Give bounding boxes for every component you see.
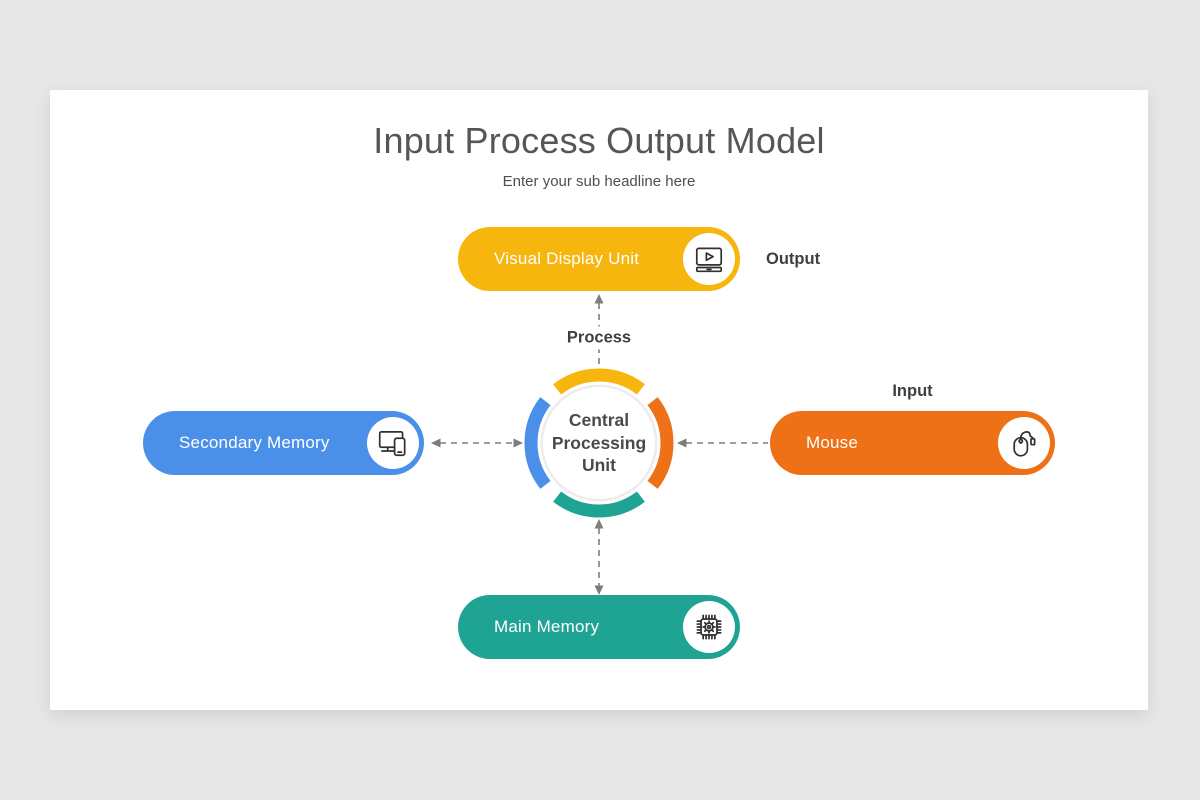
arrowhead-left-icon — [431, 438, 441, 448]
arrowhead-left-icon — [677, 438, 687, 448]
slide-card: Input Process Output Model Enter your su… — [50, 90, 1148, 710]
node-icon-badge — [683, 601, 735, 653]
node-icon-badge — [683, 233, 735, 285]
node-label: Mouse — [806, 433, 859, 452]
node-label: Visual Display Unit — [494, 249, 640, 268]
page-title: Input Process Output Model — [373, 120, 825, 161]
cpu-node[interactable]: Central Processing Unit — [524, 368, 674, 518]
node-label: Main Memory — [494, 617, 600, 636]
cpu-label-wrap: Central Processing Unit — [524, 368, 674, 518]
mouse-icon — [1013, 431, 1036, 457]
arrowhead-right-icon — [513, 438, 523, 448]
node-label: Secondary Memory — [179, 433, 330, 452]
node-secondary-memory[interactable]: Secondary Memory — [143, 411, 424, 475]
chip-icon — [696, 614, 722, 640]
devices-icon — [378, 430, 406, 457]
ring-segment-bottom — [553, 491, 645, 518]
ring-segment-left — [524, 397, 551, 489]
node-icon-badge — [367, 417, 419, 469]
process-label: Process — [559, 326, 639, 350]
ring-segment-top — [553, 368, 645, 395]
node-visual-display-unit[interactable]: Visual Display Unit — [458, 227, 740, 291]
cpu-ring — [524, 368, 674, 518]
output-label: Output — [766, 250, 821, 268]
page-subtitle: Enter your sub headline here — [502, 173, 696, 190]
cpu-label: Central Processing Unit — [551, 409, 647, 476]
video-display-icon — [695, 247, 723, 273]
input-label: Input — [892, 382, 933, 400]
arrowhead-up-icon — [594, 519, 604, 529]
node-icon-badge — [998, 417, 1050, 469]
ring-segment-right — [647, 397, 674, 489]
arrowhead-up-icon — [594, 294, 604, 304]
arrowhead-down-icon — [594, 585, 604, 595]
node-main-memory[interactable]: Main Memory — [458, 595, 740, 659]
node-mouse[interactable]: Mouse — [770, 411, 1055, 475]
